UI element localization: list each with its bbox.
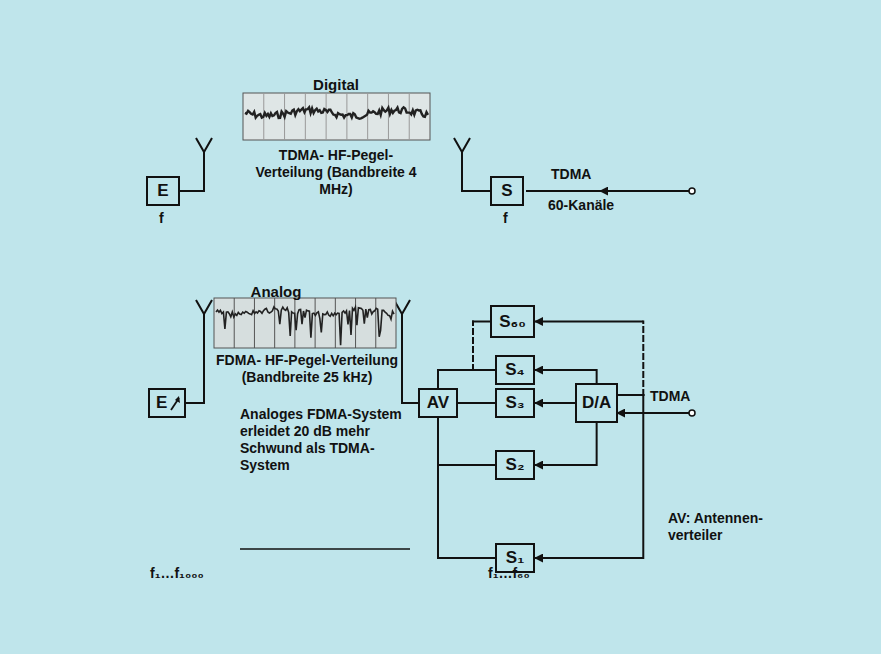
section-title: Digital xyxy=(286,76,386,93)
connector xyxy=(438,322,490,389)
spectrum-plot xyxy=(243,93,430,140)
connector-segment xyxy=(535,464,597,466)
separator-line xyxy=(240,548,410,550)
tuning-arrow xyxy=(169,395,181,411)
spectrum-plot xyxy=(214,298,396,348)
antenna-symbol xyxy=(196,138,212,152)
plot-caption: FDMA- HF-Pegel-Verteilung (Bandbreite 25… xyxy=(212,352,402,386)
tdma-input-line xyxy=(617,412,689,414)
connector xyxy=(438,418,495,465)
terminal xyxy=(689,410,695,416)
plot-caption: TDMA- HF-Pegel-Verteilung (Bandbreite 4 … xyxy=(246,147,426,198)
connector-segment xyxy=(642,395,644,558)
connector-segment xyxy=(458,402,495,404)
connector-segment xyxy=(642,322,644,396)
connector xyxy=(535,370,597,383)
connector-segment xyxy=(437,370,439,388)
connector-segment xyxy=(618,394,643,396)
connector-segment xyxy=(438,464,495,466)
connector-segment xyxy=(438,369,495,371)
transmitter-box: S₆₀ xyxy=(490,305,535,338)
note: Analoges FDMA-System erleidet 20 dB mehr… xyxy=(240,406,408,474)
frequency-label: f xyxy=(159,210,164,227)
transmitter-box: E xyxy=(146,176,180,206)
legend-note: AV: Antennen- verteiler xyxy=(668,510,778,544)
signal-name: TDMA xyxy=(551,166,591,183)
box-label: D/A xyxy=(582,393,611,413)
connector-segment xyxy=(535,557,643,559)
antenna-feed xyxy=(180,150,204,191)
converter-box: D/A xyxy=(575,383,618,423)
frequency-label: f xyxy=(503,210,508,227)
terminal xyxy=(689,188,695,194)
connector-segment xyxy=(437,418,439,558)
connector xyxy=(438,418,495,558)
box-label: E xyxy=(157,181,168,201)
antenna-splitter-box: AV xyxy=(418,388,458,418)
box-label: S xyxy=(501,181,512,201)
connector-segment xyxy=(535,369,597,371)
connector-segment xyxy=(472,322,474,371)
frequency-range: f₁…f₁₀₀₀ xyxy=(150,565,204,582)
signal-name: TDMA xyxy=(650,388,690,405)
transmitter-box: S₄ xyxy=(495,355,535,385)
connector xyxy=(458,403,495,404)
connector-segment xyxy=(438,557,495,559)
section-title: Analog xyxy=(226,283,326,300)
connector-segment xyxy=(596,423,598,465)
connector-segment xyxy=(437,370,439,388)
connector-segment xyxy=(473,321,490,323)
tdma-input-line xyxy=(526,190,602,192)
box-label: AV xyxy=(427,393,449,413)
tdma-input-line xyxy=(600,190,689,192)
transmitter-box: S₂ xyxy=(495,450,535,480)
box-label: S₂ xyxy=(506,455,525,475)
antenna-symbol xyxy=(454,138,470,152)
transmitter-box: S₃ xyxy=(495,388,535,418)
channel-count: 60-Kanäle xyxy=(548,197,614,214)
box-label: S₆₀ xyxy=(499,312,526,332)
antenna-symbol xyxy=(196,300,212,314)
box-label: E xyxy=(156,393,167,413)
connector xyxy=(438,370,495,388)
frequency-range: f₁…f₆₀ xyxy=(488,565,530,582)
connector-segment xyxy=(596,370,598,383)
antenna-feed xyxy=(402,312,418,403)
antenna-feed xyxy=(462,150,490,191)
connector xyxy=(535,423,597,465)
connector-segment xyxy=(618,394,643,396)
connector-segment xyxy=(535,402,575,404)
receiver-box: E xyxy=(148,388,186,418)
connector xyxy=(535,403,575,404)
transmitter-box: S xyxy=(490,176,524,206)
box-label: S₃ xyxy=(505,393,524,413)
connector-segment xyxy=(535,321,643,323)
box-label: S₄ xyxy=(505,360,524,380)
